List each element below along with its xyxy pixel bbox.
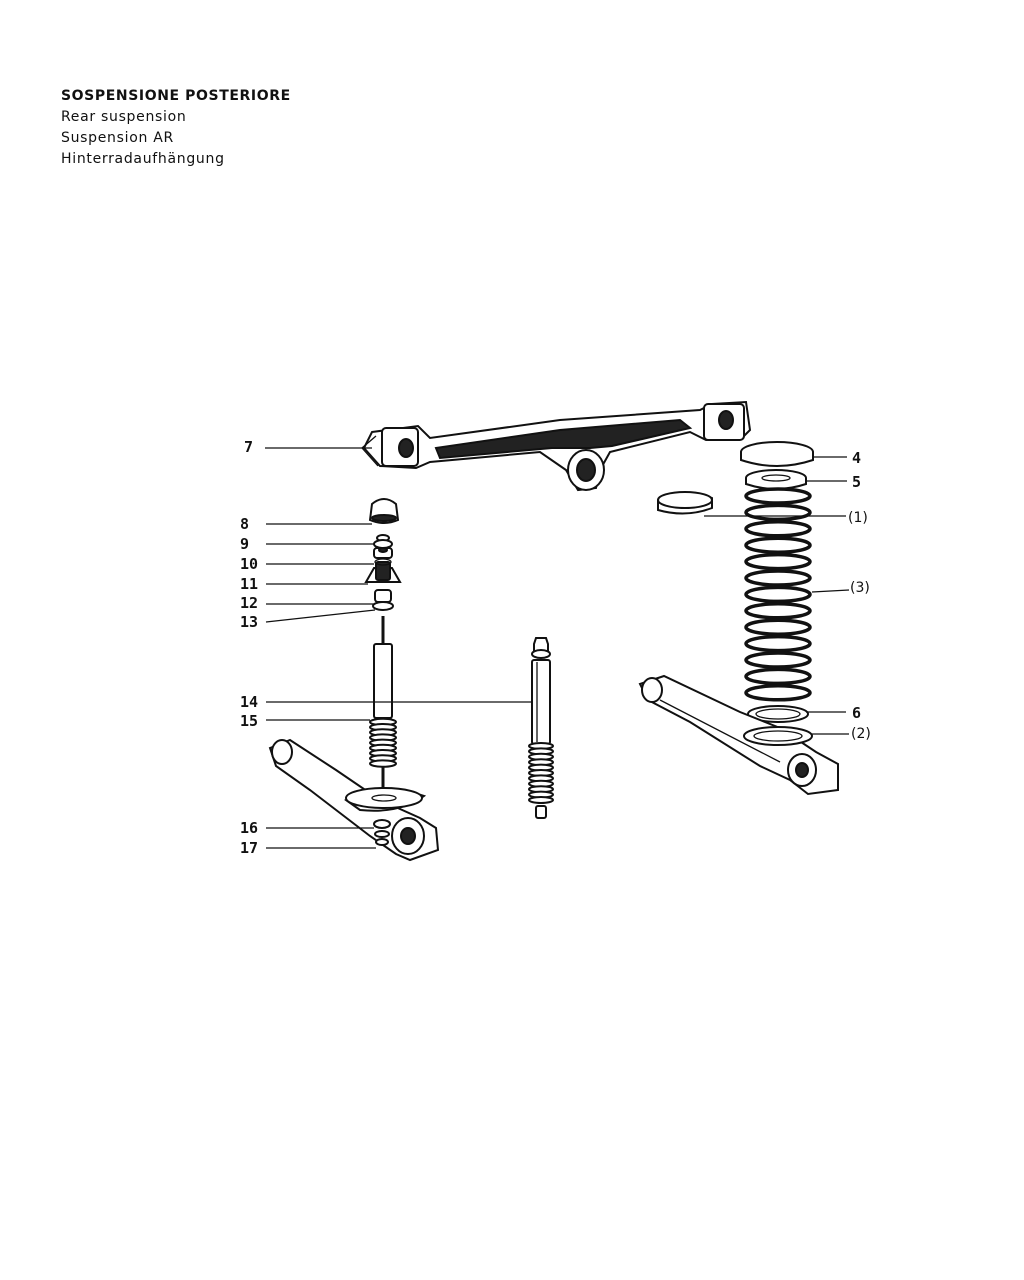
callout-14: 14 <box>240 693 258 711</box>
spring-seat-upper-part <box>745 469 807 490</box>
page-heading: SOSPENSIONE POSTERIORE Rear suspension S… <box>61 86 291 170</box>
callout-6: 6 <box>852 704 861 722</box>
callout-labels: 7 4 5 (1) (3) 6 (2) 8 9 10 11 12 13 14 1… <box>240 438 871 857</box>
spring-coil-turn <box>744 618 812 636</box>
dust-boot-part <box>369 717 397 768</box>
callout-13: 13 <box>240 613 258 631</box>
spring-coil-turn <box>744 552 812 571</box>
callout-7: 7 <box>244 438 253 456</box>
bush-12-part <box>374 589 392 603</box>
spring-coil-turn <box>744 536 812 554</box>
washer-13-part <box>372 601 394 611</box>
callout-9: 9 <box>240 535 249 553</box>
callout-16: 16 <box>240 819 258 837</box>
washer-16-part <box>373 819 391 829</box>
callout-15: 15 <box>240 712 258 730</box>
coil-spring-part <box>744 487 812 702</box>
leader-lines <box>265 447 850 849</box>
spring-coil-turn <box>744 634 812 653</box>
spring-coil-turn <box>744 503 812 522</box>
shock-absorber-left-part <box>369 616 397 802</box>
boot-fold <box>528 796 554 804</box>
dust-boot-center-part <box>528 742 554 804</box>
spring-coil-turn <box>744 569 812 587</box>
boot-fold <box>369 759 397 768</box>
spring-coil-turn <box>744 585 812 604</box>
spring-coil-turn <box>744 520 812 538</box>
trailing-arm-left-part <box>268 738 440 862</box>
spring-seat-lower-part <box>747 705 809 723</box>
callout-4: 4 <box>852 449 861 467</box>
callout-3: (3) <box>850 580 870 596</box>
subtitle-french: Suspension AR <box>61 130 174 146</box>
page-title: SOSPENSIONE POSTERIORE <box>61 88 291 104</box>
subtitle-english: Rear suspension <box>61 109 187 125</box>
bush-10-part <box>373 547 393 559</box>
callout-8: 8 <box>240 515 249 533</box>
spring-cup-part <box>740 441 814 467</box>
rubber-pad-part <box>657 491 713 515</box>
callout-12: 12 <box>240 594 258 612</box>
shock-absorber-center-part <box>528 637 554 819</box>
spring-coil-turn <box>744 667 812 686</box>
spring-coil-turn <box>744 487 812 505</box>
spring-coil-turn <box>744 602 812 620</box>
callout-5: 5 <box>852 473 861 491</box>
callout-10: 10 <box>240 555 258 573</box>
callout-2: (2) <box>851 726 871 742</box>
subtitle-german: Hinterradaufhängung <box>61 151 225 167</box>
nut-17-part <box>374 830 390 846</box>
cross-member-part <box>361 400 752 492</box>
callout-11: 11 <box>240 575 258 593</box>
callout-1: (1) <box>848 510 868 526</box>
spring-coil-turn <box>744 684 812 702</box>
spring-coil-turn <box>744 651 812 669</box>
callout-17: 17 <box>240 839 258 857</box>
washer-9-part <box>373 534 393 549</box>
mount-bracket-part <box>364 558 402 583</box>
trailing-arm-right-part <box>638 674 839 796</box>
rubber-bump-stop-part <box>368 498 400 524</box>
